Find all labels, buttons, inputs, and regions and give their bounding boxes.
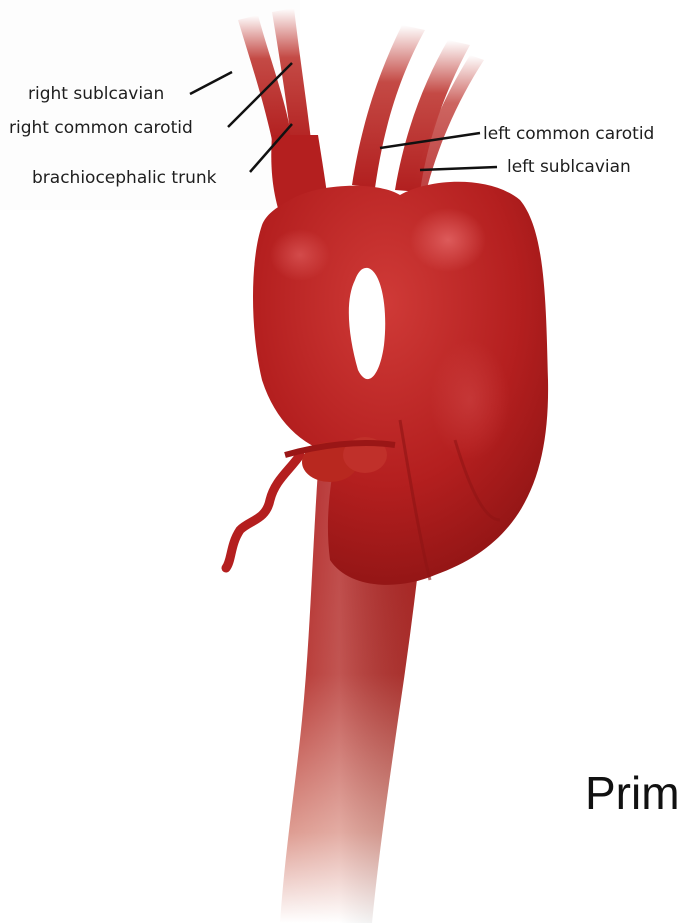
label-right-common-carotid: right common carotid bbox=[9, 118, 193, 138]
label-brachiocephalic-trunk: brachiocephalic trunk bbox=[32, 168, 216, 188]
aortic-arch bbox=[253, 182, 548, 585]
partial-slide-title: Prim bbox=[585, 766, 680, 820]
label-left-subclavian: left sublcavian bbox=[507, 157, 631, 177]
label-right-subclavian: right sublcavian bbox=[28, 84, 164, 104]
leader-right-subclavian bbox=[190, 72, 232, 94]
label-left-common-carotid: left common carotid bbox=[483, 124, 654, 144]
